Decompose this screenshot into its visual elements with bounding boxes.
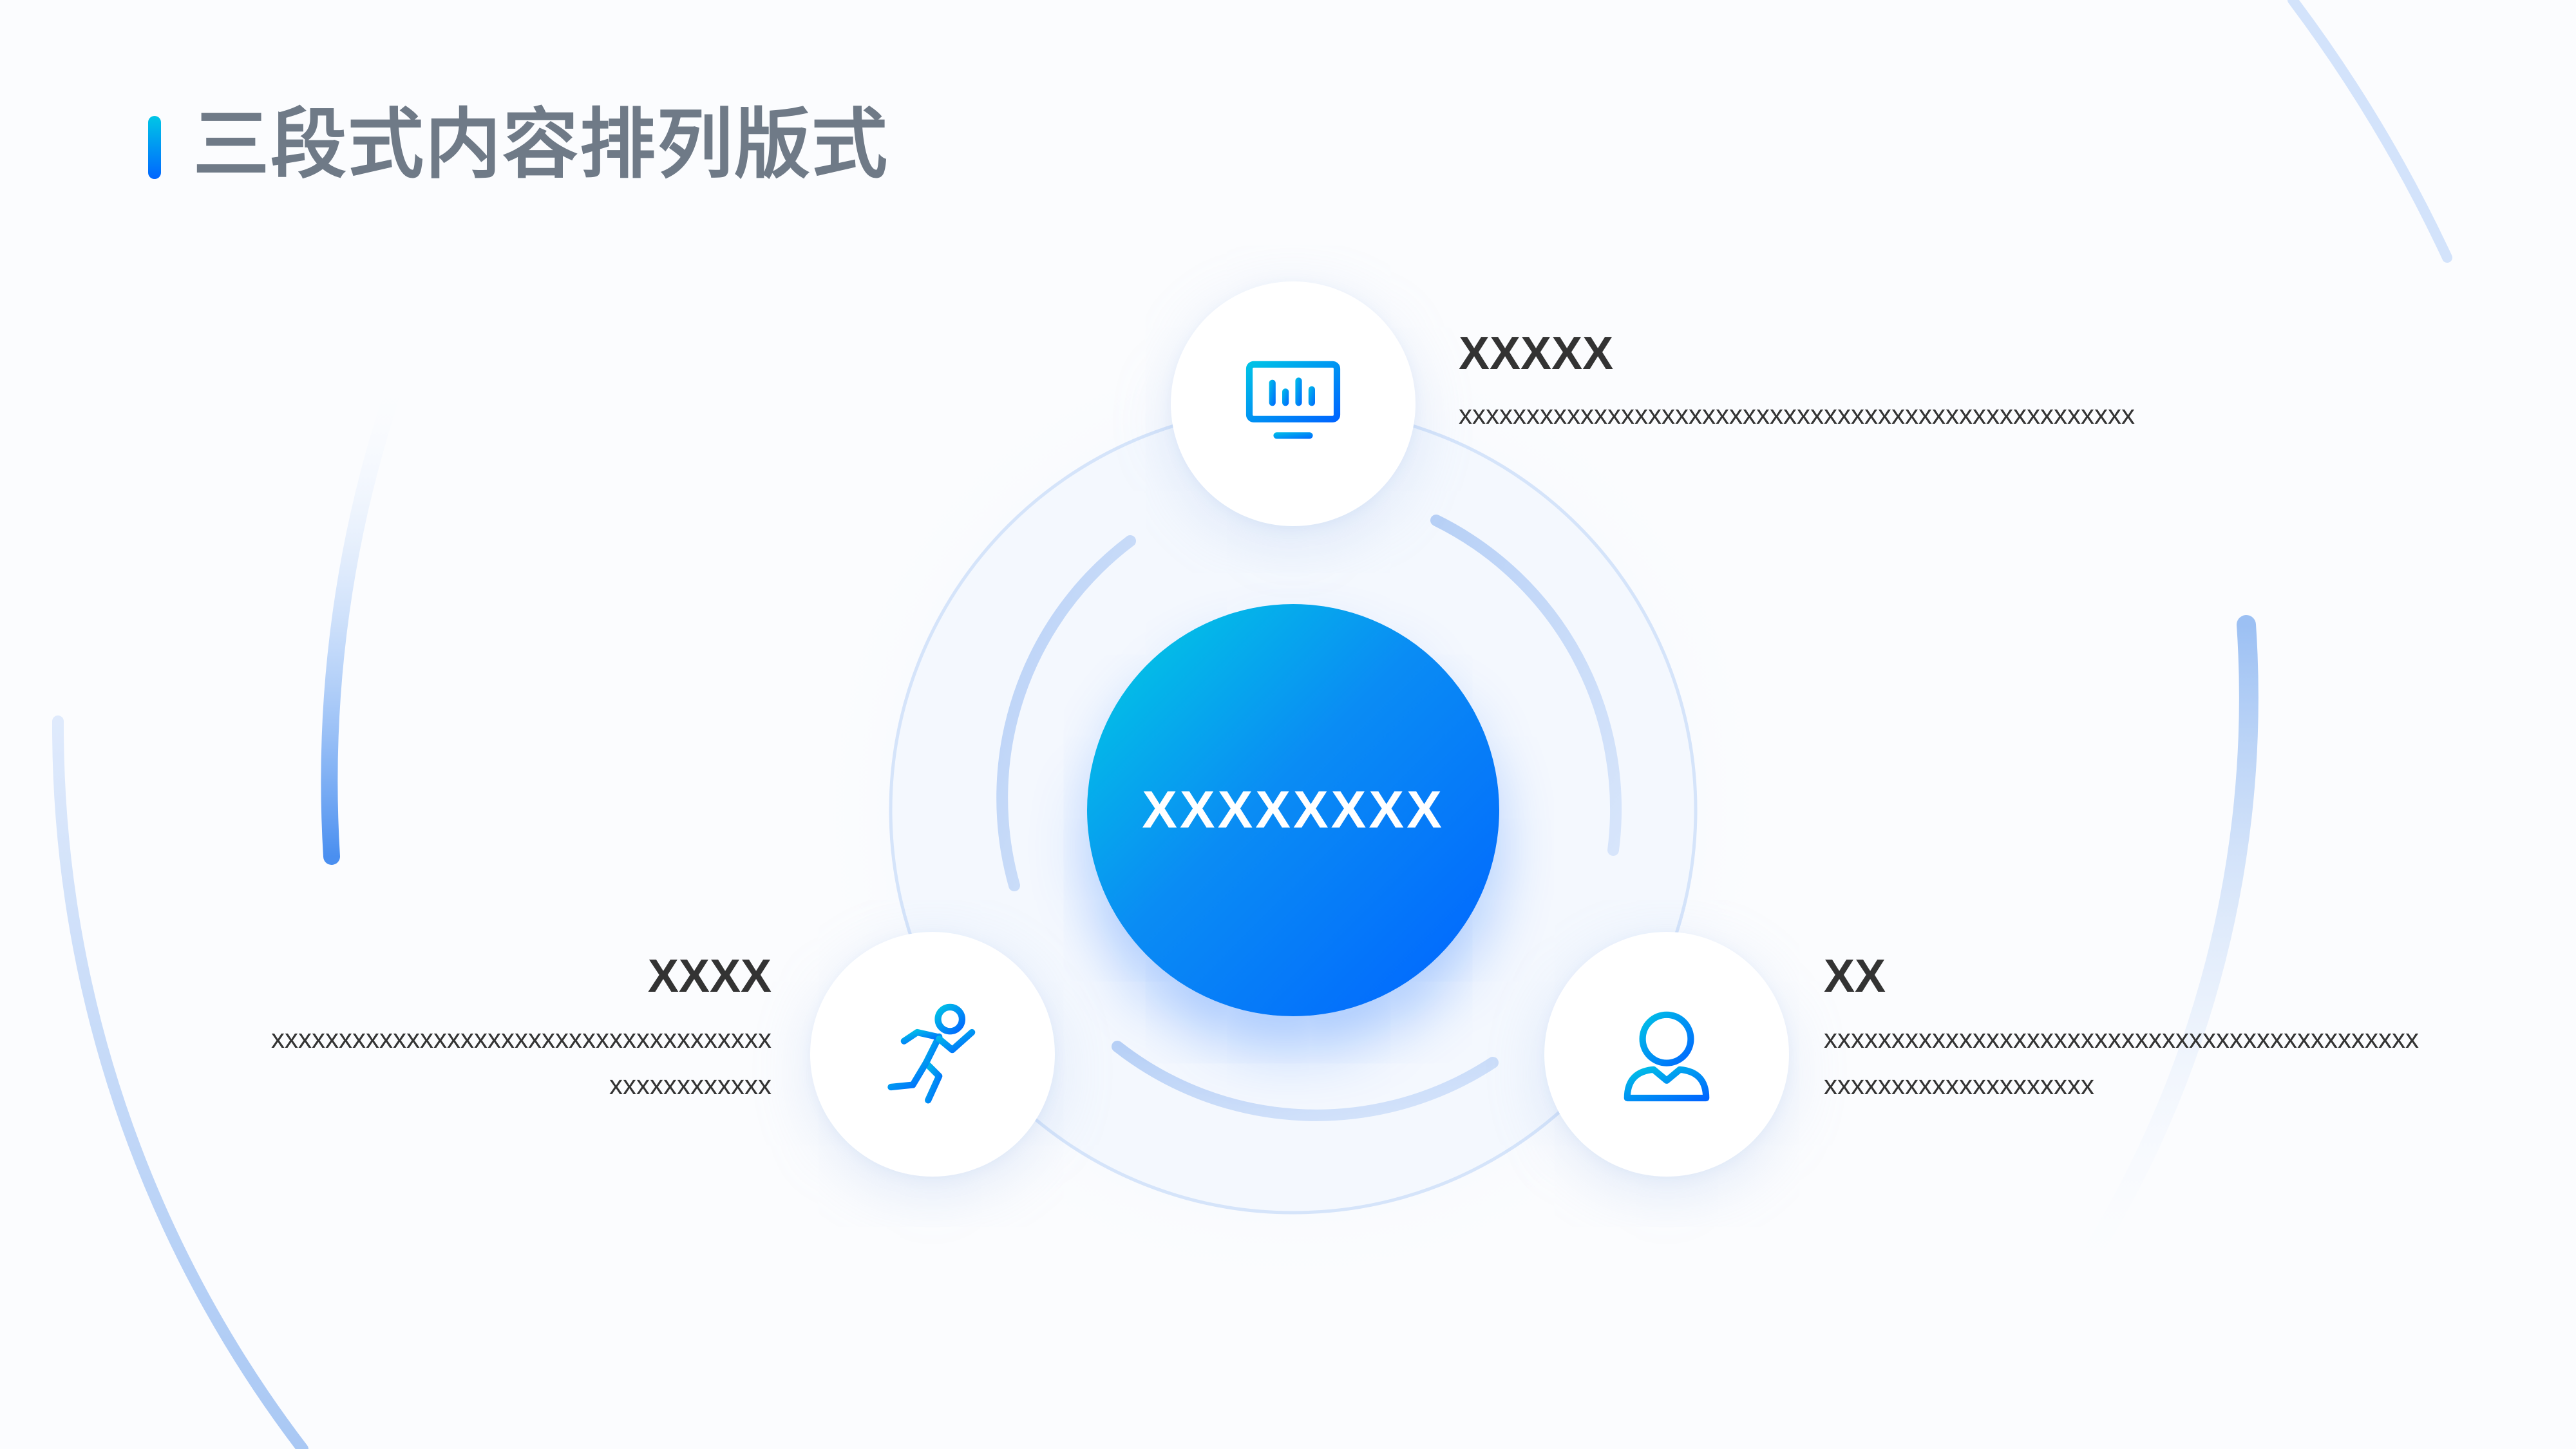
running-person-icon — [887, 1003, 976, 1104]
item-description-line: xxxxxxxxxxxxxxxxxxxx — [1824, 1070, 2094, 1100]
node-runner — [810, 932, 1055, 1177]
item-heading: XXXXX — [1459, 328, 1614, 379]
user-icon — [1624, 1011, 1710, 1102]
item-heading: XXXX — [647, 951, 772, 1002]
item-text-monitor: XXXXX xxxxxxxxxxxxxxxxxxxxxxxxxxxxxxxxxx… — [1459, 327, 2135, 438]
item-description: xxxxxxxxxxxxxxxxxxxxxxxxxxxxxxxxxxxxxxxx… — [1824, 1016, 2419, 1108]
item-description: xxxxxxxxxxxxxxxxxxxxxxxxxxxxxxxxxxxxxxxx… — [1459, 392, 2135, 438]
center-label: XXXXXXXX — [1142, 781, 1444, 839]
node-user — [1544, 932, 1789, 1177]
item-text-user: XX xxxxxxxxxxxxxxxxxxxxxxxxxxxxxxxxxxxxx… — [1824, 950, 2419, 1108]
node-monitor — [1171, 281, 1416, 526]
monitor-chart-icon — [1245, 361, 1341, 439]
page-title: 三段式内容排列版式 — [193, 102, 889, 187]
item-description-line: xxxxxxxxxxxx — [609, 1070, 772, 1100]
title-accent-bar — [148, 116, 161, 179]
item-heading: XX — [1824, 951, 1886, 1002]
center-circle: XXXXXXXX — [1087, 604, 1499, 1016]
item-description-line: xxxxxxxxxxxxxxxxxxxxxxxxxxxxxxxxxxxxxxxx… — [1824, 1023, 2419, 1054]
item-description-line: xxxxxxxxxxxxxxxxxxxxxxxxxxxxxxxxxxxxxxxx… — [1459, 399, 2135, 430]
item-text-runner: XXXX xxxxxxxxxxxxxxxxxxxxxxxxxxxxxxxxxxx… — [271, 950, 772, 1108]
item-description-line: xxxxxxxxxxxxxxxxxxxxxxxxxxxxxxxxxxxxx — [271, 1023, 772, 1054]
item-description: xxxxxxxxxxxxxxxxxxxxxxxxxxxxxxxxxxxxx xx… — [271, 1016, 772, 1108]
